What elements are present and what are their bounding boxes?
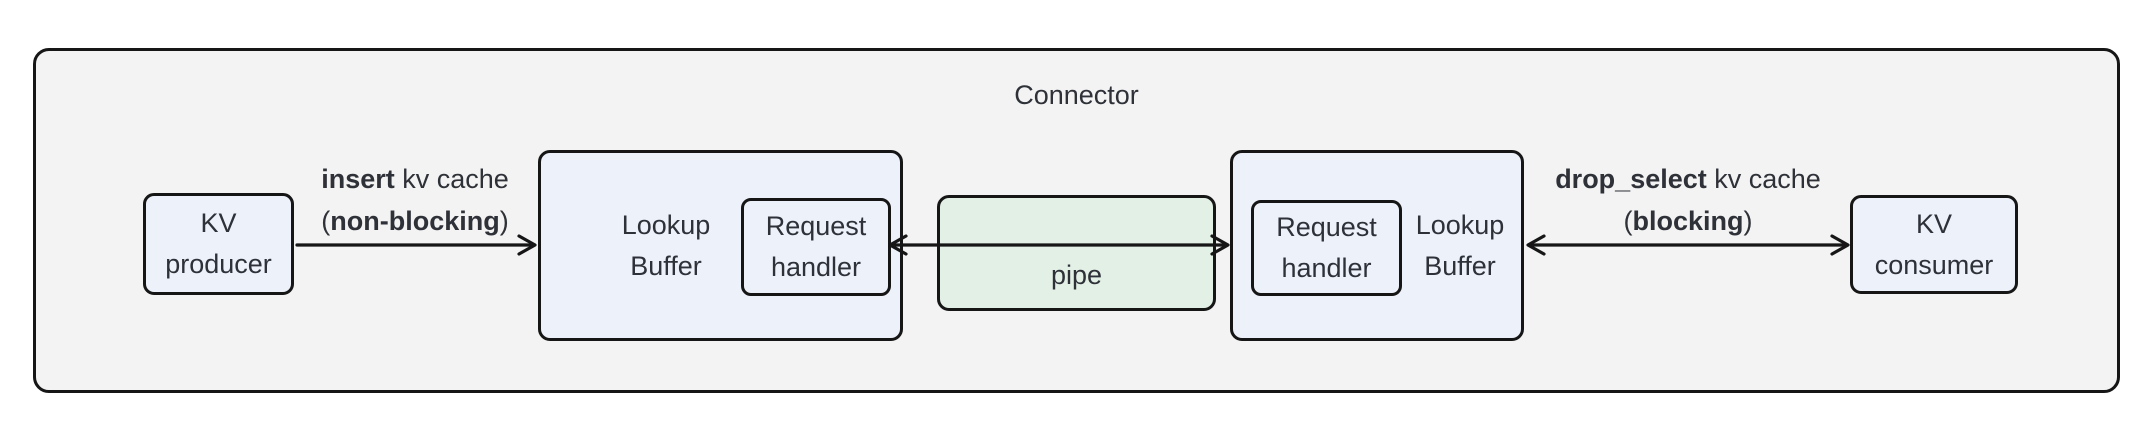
- pipe-label: pipe: [1050, 260, 1103, 290]
- insert-edge-label: insert kv cache (non-blocking): [235, 158, 595, 242]
- drop-select-edge-label-line2: (blocking): [1508, 200, 1868, 242]
- request-handler-right-node: Request handler: [1251, 200, 1402, 296]
- drop-select-edge-label-line1: drop_select kv cache: [1508, 158, 1868, 200]
- insert-mode: non-blocking: [330, 206, 500, 236]
- kv-consumer-label-line1: KV: [1915, 208, 1953, 239]
- drop-select-open-paren: (: [1623, 206, 1633, 236]
- lookup-buffer-right-label-line1: Lookup: [1415, 209, 1505, 240]
- kv-producer-label-line2: producer: [165, 249, 272, 279]
- insert-edge-label-line1: insert kv cache: [235, 158, 595, 200]
- lookup-buffer-left-label: Lookup Buffer: [566, 205, 766, 287]
- request-handler-right-label-line2: handler: [1281, 253, 1372, 283]
- lookup-buffer-left-label-line2: Buffer: [630, 250, 702, 281]
- insert-edge-label-line2: (non-blocking): [235, 200, 595, 242]
- lookup-buffer-right-node: Request handler Lookup Buffer: [1230, 150, 1524, 341]
- drop-select-suffix: kv cache: [1706, 164, 1821, 194]
- lookup-buffer-right-label-line2: Buffer: [1424, 250, 1496, 281]
- lookup-buffer-left-node: Lookup Buffer Request handler: [538, 150, 903, 341]
- drop-select-mode: blocking: [1632, 206, 1744, 236]
- request-handler-left-node: Request handler: [741, 198, 891, 296]
- kv-consumer-node: KV consumer: [1850, 195, 2018, 294]
- connector-title: Connector: [1014, 80, 1139, 110]
- kv-consumer-label-line2: consumer: [1874, 249, 1994, 280]
- drop-select-edge-label: drop_select kv cache (blocking): [1508, 158, 1868, 242]
- lookup-buffer-left-label-line1: Lookup: [621, 209, 711, 240]
- pipe-node: pipe: [937, 195, 1216, 311]
- insert-close-paren: ): [499, 206, 509, 236]
- insert-suffix: kv cache: [394, 164, 509, 194]
- kv-producer-node: KV producer: [143, 193, 294, 295]
- insert-open-paren: (: [321, 206, 331, 236]
- lookup-buffer-right-label: Lookup Buffer: [1400, 205, 1520, 287]
- request-handler-right-label-line1: Request: [1276, 212, 1377, 242]
- drop-select-close-paren: ): [1743, 206, 1753, 236]
- drop-select-keyword: drop_select: [1555, 164, 1707, 194]
- insert-keyword: insert: [321, 164, 395, 194]
- kv-producer-label-line1: KV: [200, 208, 237, 238]
- request-handler-left-label-line1: Request: [765, 211, 867, 241]
- request-handler-left-label-line2: handler: [770, 252, 862, 282]
